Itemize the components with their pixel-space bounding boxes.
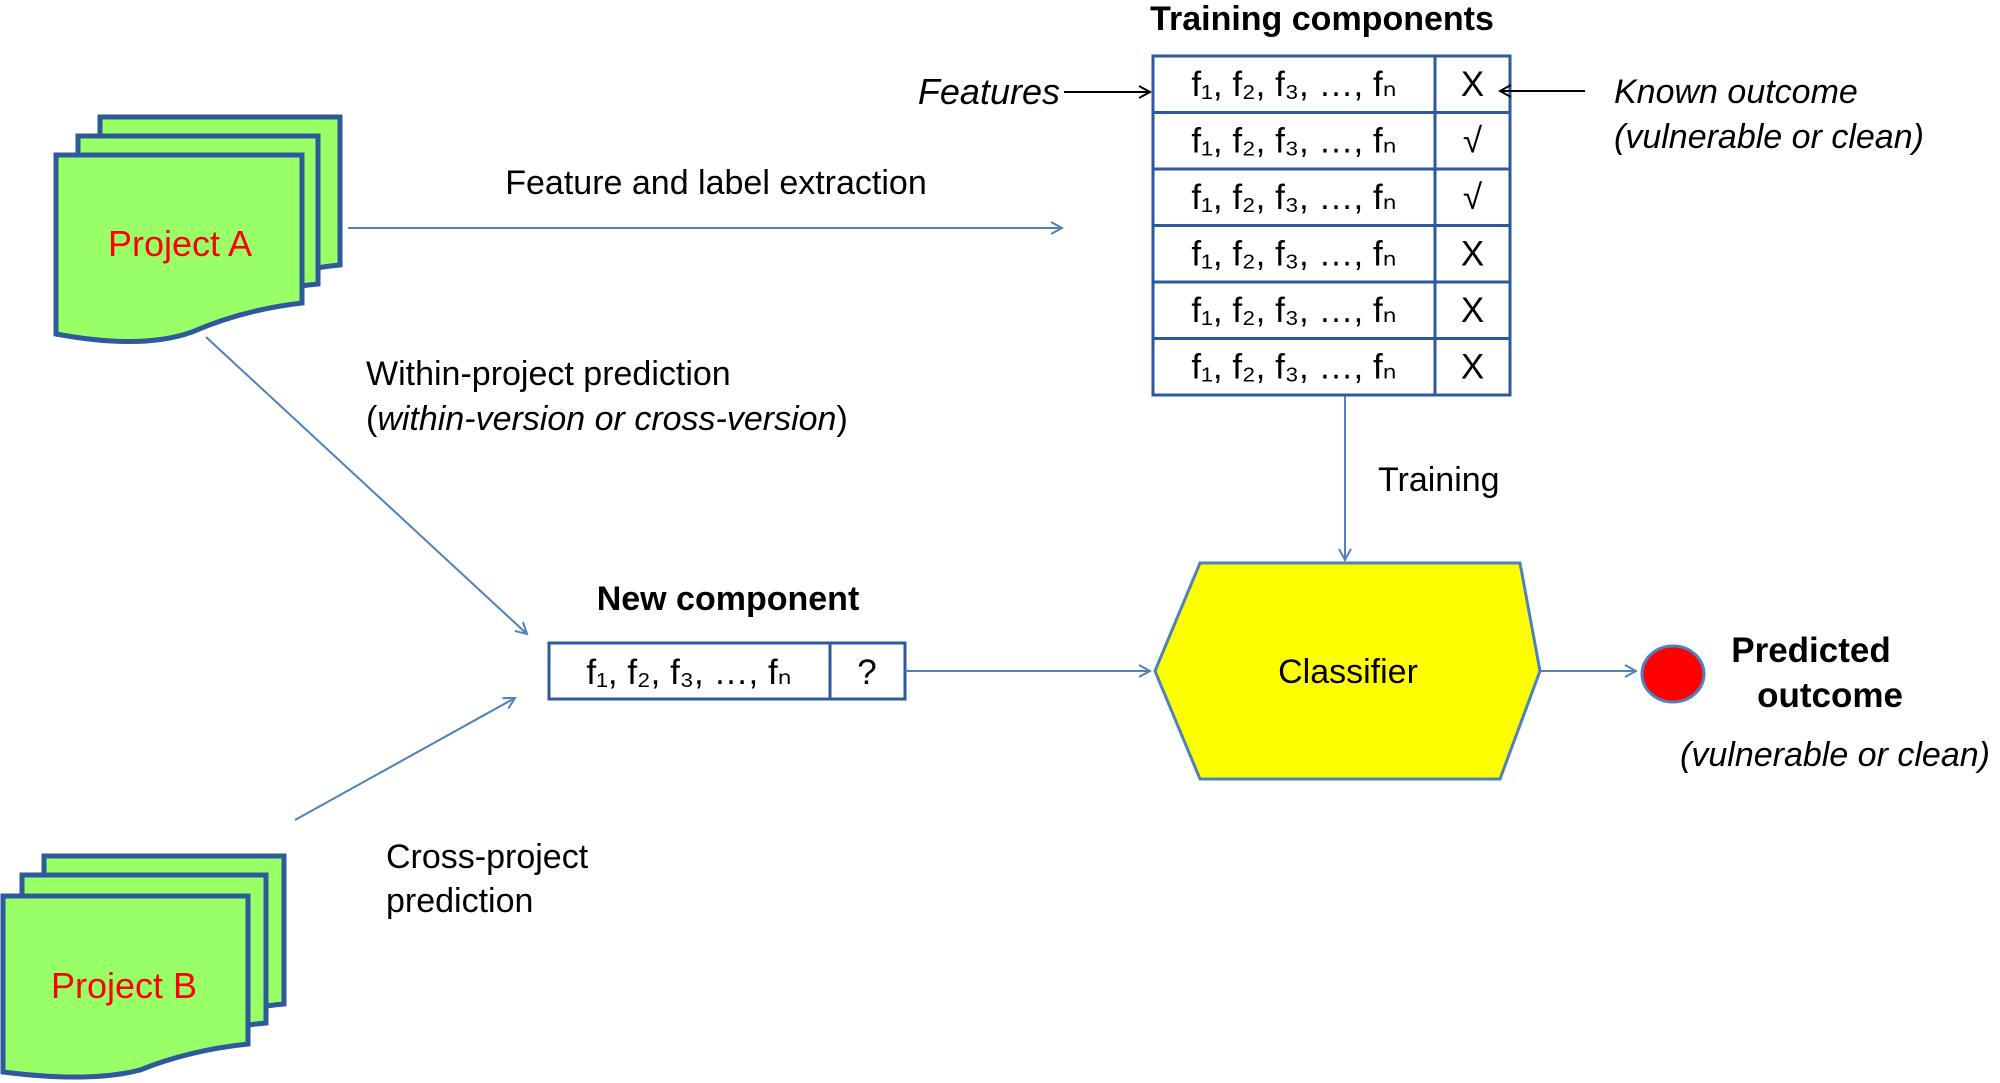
training-features-text: f₁, f₂, f₃, …, fₙ [1191, 291, 1396, 330]
predicted-outcome-line2: outcome [1757, 676, 1903, 715]
project-a-page-front [53, 152, 305, 344]
training-features-text: f₁, f₂, f₃, …, fₙ [1191, 122, 1396, 161]
training-row: f₁, f₂, f₃, …, fₙ X [1151, 224, 1512, 284]
project-b-label: Project B [51, 965, 197, 1006]
training-feature-cell [1151, 337, 1437, 397]
extraction-label: Feature and label extraction [505, 164, 926, 202]
training-outcome-text: √ [1463, 122, 1483, 161]
cross-project-label-line2: prediction [386, 882, 533, 920]
training-outcome-cell [1433, 337, 1512, 397]
training-outcome-cell [1433, 111, 1512, 171]
training-feature-cell [1151, 167, 1437, 227]
features-label: Features [918, 71, 1060, 112]
new-component-outcome: ? [857, 653, 876, 692]
within-project-label: Within-project prediction [366, 355, 731, 393]
within-project-sub: (within-version or cross-version) [366, 400, 848, 438]
classifier-shape [1153, 561, 1542, 781]
project-a-document-stack: Project A [53, 114, 343, 344]
project-a-label: Project A [108, 223, 252, 264]
project-b-document-stack: Project B [0, 853, 287, 1080]
training-row: f₁, f₂, f₃, …, fₙ X [1151, 54, 1512, 114]
training-features-text: f₁, f₂, f₃, …, fₙ [1191, 178, 1396, 217]
new-component-features: f₁, f₂, f₃, …, fₙ [586, 653, 791, 692]
cross-project-label-line1: Cross-project [386, 838, 589, 876]
cross-project-arrow [294, 698, 515, 821]
training-features-text: f₁, f₂, f₃, …, fₙ [1191, 235, 1396, 274]
training-components-title: Training components [1150, 0, 1494, 38]
known-outcome-sub: (vulnerable or clean) [1614, 118, 1924, 156]
known-outcome-label: Known outcome [1614, 73, 1858, 111]
new-component-feature-cell [547, 641, 832, 701]
predicted-outcome-sub: (vulnerable or clean) [1680, 736, 1990, 774]
within-sub-part2: cross-version [634, 400, 836, 438]
predicted-outcome-line1: Predicted [1731, 631, 1891, 670]
training-outcome-text: √ [1463, 178, 1483, 217]
within-sub-or: or [585, 400, 634, 438]
project-b-page-front [0, 893, 251, 1080]
training-outcome-cell [1433, 167, 1512, 227]
training-feature-cell [1151, 280, 1437, 340]
training-row: f₁, f₂, f₃, …, fₙ √ [1151, 167, 1512, 227]
training-features-text: f₁, f₂, f₃, …, fₙ [1191, 65, 1396, 104]
within-sub-open: ( [366, 400, 378, 438]
training-row: f₁, f₂, f₃, …, fₙ X [1151, 280, 1512, 340]
training-outcome-text: X [1461, 235, 1484, 274]
training-label: Training [1378, 461, 1500, 499]
within-sub-part1: within-version [377, 400, 585, 438]
training-feature-cell [1151, 224, 1437, 284]
within-project-arrow [205, 336, 527, 634]
training-row: f₁, f₂, f₃, …, fₙ X [1151, 337, 1512, 397]
new-component-table: f₁, f₂, f₃, …, fₙ ? [547, 641, 907, 701]
new-component-title: New component [597, 580, 860, 618]
training-outcome-text: X [1461, 291, 1484, 330]
training-outcome-text: X [1461, 348, 1484, 387]
training-features-text: f₁, f₂, f₃, …, fₙ [1191, 348, 1396, 387]
new-component-outcome-cell [828, 641, 907, 701]
predicted-outcome-dot [1640, 644, 1706, 704]
within-sub-close: ) [836, 400, 847, 438]
training-row: f₁, f₂, f₃, …, fₙ √ [1151, 111, 1512, 171]
training-outcome-text: X [1461, 65, 1484, 104]
classifier-label: Classifier [1278, 653, 1418, 691]
